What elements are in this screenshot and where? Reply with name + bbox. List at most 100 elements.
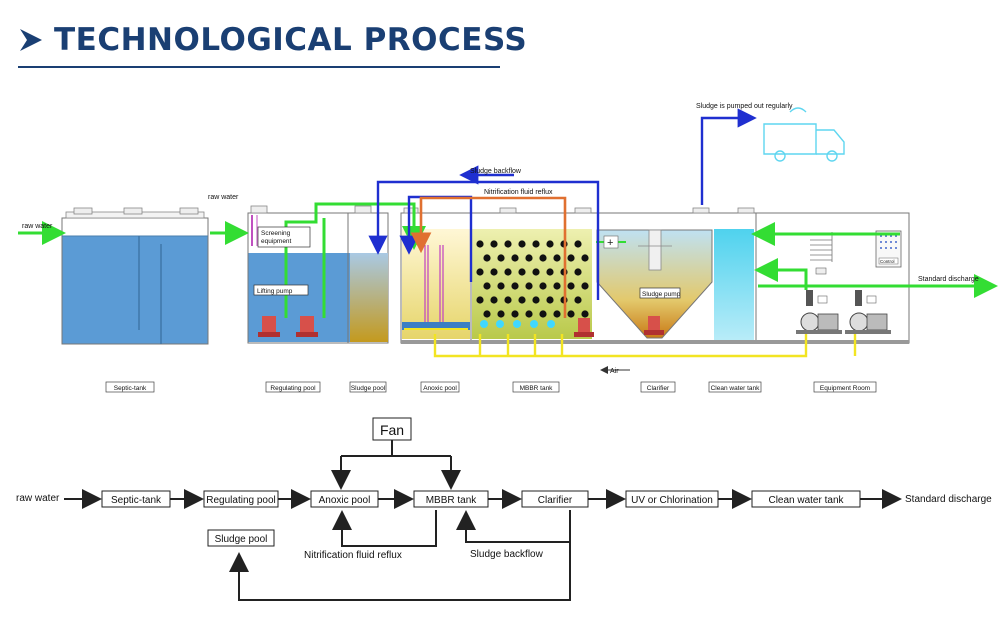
mbbr-carrier — [553, 282, 561, 290]
pump-icon — [258, 316, 664, 337]
septic-tank-illustration — [61, 207, 209, 345]
tank-label-box — [265, 381, 321, 393]
mbbr-carrier — [525, 282, 533, 290]
mbbr-carrier — [504, 268, 512, 276]
mbbr-carrier — [504, 296, 512, 304]
flow-diagram: Septic-tank Regulating pool Anoxic pool MBB… — [16, 417, 992, 601]
mbbr-carrier — [476, 240, 484, 248]
mbbr-carrier — [483, 282, 491, 290]
control-label: Control — [880, 259, 895, 264]
mbbr-carrier — [518, 268, 526, 276]
screening-label: Screening — [261, 230, 291, 237]
flow-step-box — [413, 490, 489, 508]
mbbr-carrier — [511, 254, 519, 262]
mbbr-carrier — [539, 310, 547, 318]
standard-discharge-output-label: Standard discharge — [905, 494, 992, 505]
sludge-pump-box — [639, 287, 681, 299]
mbbr-carrier — [518, 296, 526, 304]
mbbr-carrier — [483, 310, 491, 318]
tank-label-box — [813, 381, 877, 393]
sludge-pumped-label: Sludge is pumped out regularly — [696, 103, 793, 110]
truck-icon — [763, 107, 845, 162]
tank-label: MBBR tank — [520, 385, 554, 392]
mbbr-carrier — [581, 310, 589, 318]
mbbr-carrier — [546, 240, 554, 248]
mbbr-carrier — [504, 240, 512, 248]
mbbr-carrier — [476, 296, 484, 304]
mbbr-carrier — [497, 282, 505, 290]
tank-label-box — [512, 381, 560, 393]
air-lines — [433, 334, 857, 358]
mbbr-carrier — [525, 254, 533, 262]
mbbr-carrier — [511, 282, 519, 290]
flow-step-label: Septic-tank — [111, 495, 162, 506]
screening-label-box — [257, 226, 311, 248]
mbbr-carrier — [532, 296, 540, 304]
mbbr-carrier — [511, 310, 519, 318]
mbbr-carrier — [539, 254, 547, 262]
sludge-pool-box — [207, 529, 275, 547]
mbbr-carrier — [532, 268, 540, 276]
tank-label-box — [349, 381, 387, 393]
mbbr-carrier — [553, 310, 561, 318]
mbbr-carrier — [483, 254, 491, 262]
tank-label: Equipment Room — [820, 385, 870, 392]
flow-step-label: MBBR tank — [426, 495, 478, 506]
flow-step-label: Regulating pool — [206, 495, 276, 506]
blower-icon — [796, 290, 842, 334]
screening-label: equipment — [261, 238, 292, 245]
tank-label: Septic-tank — [114, 385, 147, 392]
fan-label: Fan — [380, 422, 404, 438]
mbbr-carrier — [518, 240, 526, 248]
plus-icon — [603, 235, 619, 249]
mbbr-carrier — [546, 268, 554, 276]
tank-label-box — [640, 381, 676, 393]
lifting-pump-box — [253, 284, 309, 296]
mbbr-carrier — [532, 240, 540, 248]
flow-step-label: Clean water tank — [768, 495, 844, 506]
tank-label: Clarifier — [647, 385, 670, 392]
mbbr-carrier — [567, 310, 575, 318]
sludge-pool-label: Sludge pool — [215, 534, 268, 545]
sludge-backflow-label: Sludge backflow — [470, 168, 522, 175]
main-tanks-illustration — [400, 207, 910, 344]
air-label: Air — [610, 368, 619, 375]
flow-step-label: UV or Chlorination — [631, 495, 713, 506]
mbbr-carrier — [574, 296, 582, 304]
raw-water-label: raw water — [22, 223, 53, 230]
reflux-pipe — [410, 196, 567, 318]
flow-step-box — [751, 490, 861, 508]
fan-box — [372, 417, 412, 441]
mbbr-carrier — [497, 254, 505, 262]
flow-step-label: Clarifier — [538, 495, 573, 506]
mbbr-carrier — [490, 296, 498, 304]
tank-label: Regulating pool — [270, 385, 316, 392]
chevron-right-icon — [20, 29, 42, 51]
nitrification-reflux-flow-label: Nitrification fluid reflux — [304, 550, 402, 561]
tank-label-box — [708, 381, 762, 393]
mbbr-carrier — [525, 310, 533, 318]
standard-discharge-label: Standard discharge — [918, 276, 979, 283]
tank-label-box — [105, 381, 155, 393]
blower-icon — [845, 290, 891, 334]
mbbr-carrier — [490, 268, 498, 276]
svg-text:+: + — [607, 237, 613, 249]
tank-label: Sludge pool — [351, 385, 386, 392]
flow-step-label: Anoxic pool — [319, 495, 371, 506]
tank-label: Clean water tank — [711, 385, 761, 392]
mbbr-carrier — [497, 310, 505, 318]
mbbr-carrier — [539, 282, 547, 290]
tank-label-box — [420, 381, 460, 393]
flow-step-box — [521, 490, 589, 508]
mbbr-carrier — [567, 282, 575, 290]
nitrification-reflux-label: Nitrification fluid reflux — [484, 189, 553, 196]
page-title: TECHNOLOGICAL PROCESS — [54, 22, 528, 58]
mbbr-carrier — [490, 240, 498, 248]
mbbr-carrier — [574, 240, 582, 248]
flow-step-box — [101, 490, 171, 508]
raw-water-label: raw water — [208, 194, 239, 201]
header: TECHNOLOGICAL PROCESS — [18, 18, 527, 62]
mbbr-carrier — [476, 268, 484, 276]
header-underline — [18, 66, 500, 68]
mbbr-carrier — [553, 254, 561, 262]
